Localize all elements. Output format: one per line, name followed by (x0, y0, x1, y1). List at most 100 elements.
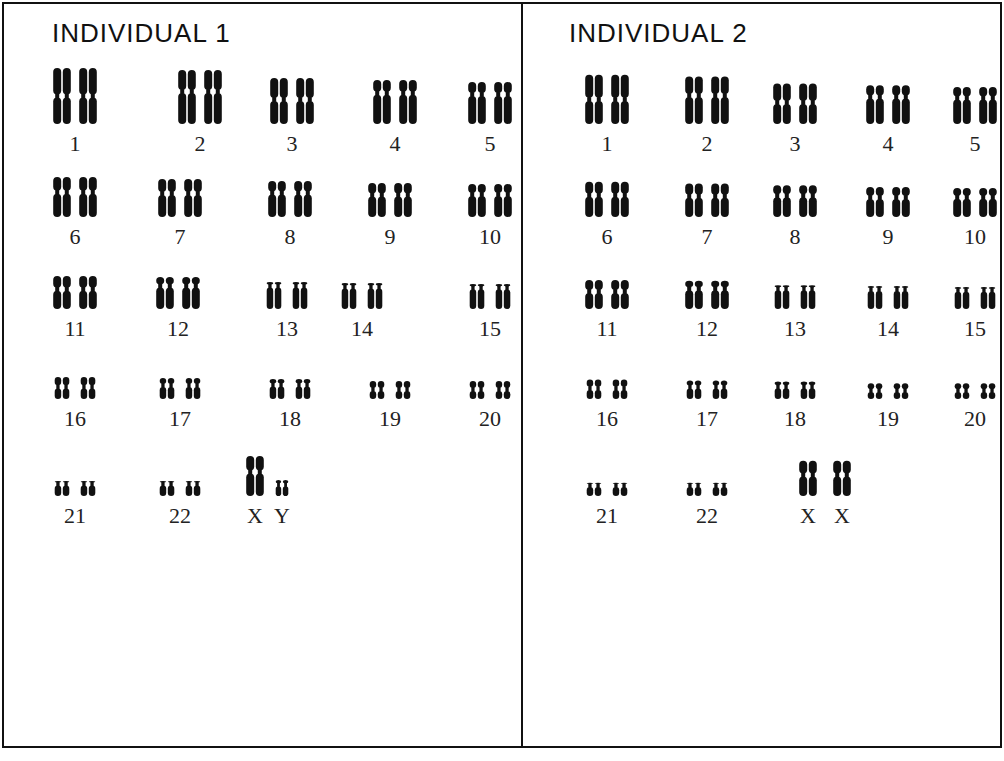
chromatid (270, 78, 278, 98)
chromatid (504, 289, 511, 309)
chromatid (953, 87, 961, 97)
chromatid (894, 291, 901, 309)
chromatid (588, 386, 591, 391)
chromatid (955, 392, 962, 399)
chromatid (248, 470, 252, 475)
chromatid (375, 91, 379, 96)
chromatid (81, 388, 88, 399)
chromatid (868, 94, 872, 99)
chromatid (504, 82, 512, 93)
chromatid (168, 387, 175, 399)
chromatid (79, 291, 87, 309)
chromatid (192, 288, 200, 310)
chromatid (833, 461, 841, 474)
chromatid (622, 386, 625, 391)
chromatid (270, 387, 277, 400)
chromatid (963, 199, 971, 217)
chromatid (468, 82, 476, 93)
chromatid (876, 199, 884, 217)
chromatid (869, 388, 872, 393)
panel-title: INDIVIDUAL 2 (569, 18, 748, 49)
chromatid (394, 196, 402, 217)
chromatid (802, 286, 805, 291)
chromatid (809, 290, 816, 309)
chromatid (810, 286, 813, 291)
chromatid (494, 82, 502, 93)
chromatid (371, 387, 374, 392)
chromatid (194, 284, 198, 289)
chromatid (902, 85, 910, 95)
chromatid (894, 94, 898, 99)
chromatid (595, 487, 602, 496)
chromatid (55, 388, 62, 399)
chromatid (611, 293, 619, 309)
chromatid (587, 289, 591, 294)
chromatid (902, 199, 910, 217)
chromosome-number: 1 (70, 133, 81, 155)
chromatid (158, 195, 166, 217)
chromatid (621, 293, 629, 309)
chromatid (256, 456, 264, 471)
chromosome-number: X (800, 505, 816, 527)
chromatid (468, 184, 476, 193)
chromatid (965, 96, 969, 101)
chromatid (989, 100, 997, 124)
chromatid (979, 100, 987, 124)
chromatid (89, 377, 96, 385)
chromatid (496, 381, 503, 388)
chromatid (504, 184, 512, 193)
chromatid (722, 385, 725, 390)
chromatid (776, 286, 779, 291)
chromatid (982, 288, 985, 293)
chromatid (478, 184, 486, 193)
chromatid (280, 78, 288, 98)
chromatid (585, 182, 593, 194)
chromosome-number: 20 (479, 408, 501, 430)
chromatid (258, 470, 262, 475)
chromatid (783, 84, 791, 102)
chromatid (697, 194, 701, 199)
chromatid (368, 288, 375, 309)
chromatid (895, 287, 898, 292)
chromatid (63, 486, 70, 497)
chromatid (55, 486, 62, 497)
chromosome-number: 12 (167, 318, 189, 340)
chromatid (82, 482, 85, 487)
chromatid (989, 188, 997, 196)
chromatid (991, 195, 995, 200)
chromatid (505, 285, 508, 290)
chromatid (278, 387, 285, 400)
chromatid (89, 388, 96, 399)
chromatid (278, 194, 286, 217)
chromatid (783, 290, 790, 309)
chromatid (721, 290, 729, 309)
chromosome-number: 9 (883, 226, 894, 248)
chromosome-number: 8 (790, 226, 801, 248)
chromatid (801, 472, 805, 477)
chromatid (953, 100, 961, 124)
chromatid (268, 181, 276, 191)
chromatid (965, 195, 969, 200)
chromatid (194, 387, 201, 399)
chromosome-number: 15 (964, 318, 986, 340)
chromatid (169, 482, 172, 487)
chromatid (613, 380, 620, 387)
chromatid (614, 483, 617, 488)
chromatid (272, 97, 276, 102)
chromatid (64, 482, 67, 487)
chromatid (494, 196, 502, 217)
chromatid (713, 487, 720, 496)
chromatid (783, 104, 791, 124)
chromatid (506, 92, 510, 97)
chromatid (470, 192, 474, 197)
chromatid (478, 96, 486, 124)
chromatid (845, 472, 849, 477)
chromatid (611, 75, 619, 98)
chromosome-number: 4 (390, 133, 401, 155)
chromatid (268, 284, 271, 289)
chromosome-number: 19 (379, 408, 401, 430)
chromosome-number: 18 (279, 408, 301, 430)
chromatid (721, 97, 729, 124)
chromatid (721, 198, 729, 217)
chromatid (296, 78, 304, 98)
